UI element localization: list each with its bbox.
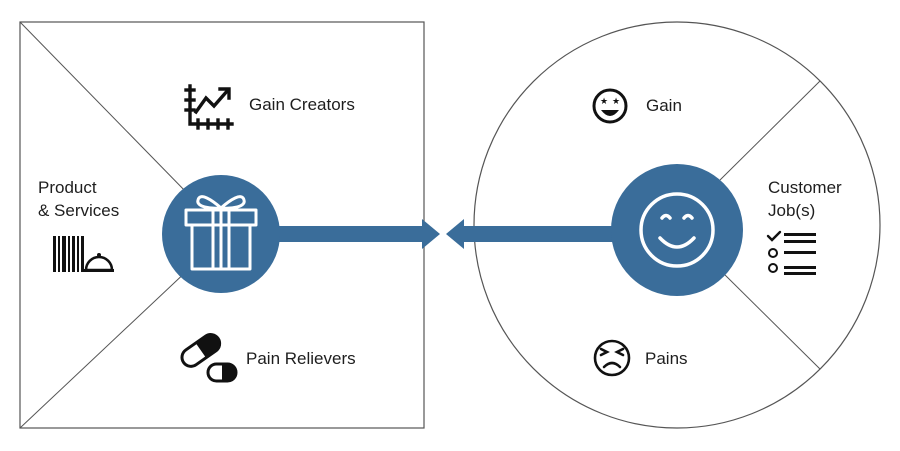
- growth-chart-icon: [184, 84, 234, 130]
- arrow-left: [446, 219, 620, 249]
- customer-jobs-label-line2: Job(s): [768, 201, 816, 220]
- customer-jobs-label-line1: Customer: [768, 178, 842, 197]
- svg-text:★: ★: [600, 97, 608, 107]
- barcode-cloche-icon: [53, 236, 114, 272]
- svg-text:★: ★: [612, 97, 620, 107]
- pills-icon: [180, 333, 238, 383]
- star-eyed-face-icon: ★ ★: [592, 88, 628, 124]
- gain-creators-label: Gain Creators: [249, 95, 355, 114]
- gift-icon: [162, 175, 280, 293]
- customer-profile-circle: [473, 21, 881, 429]
- pain-relievers-label: Pain Relievers: [246, 349, 356, 368]
- products-services-label-line1: Product: [38, 178, 97, 197]
- sad-face-icon: [593, 339, 631, 377]
- smiley-icon: [611, 164, 743, 296]
- products-services-label-line2: & Services: [38, 201, 120, 220]
- arrow-right: [268, 219, 440, 249]
- gain-label: Gain: [646, 96, 682, 115]
- fit-arrows: [268, 219, 620, 249]
- pains-label: Pains: [645, 349, 688, 368]
- checklist-icon: [766, 230, 816, 275]
